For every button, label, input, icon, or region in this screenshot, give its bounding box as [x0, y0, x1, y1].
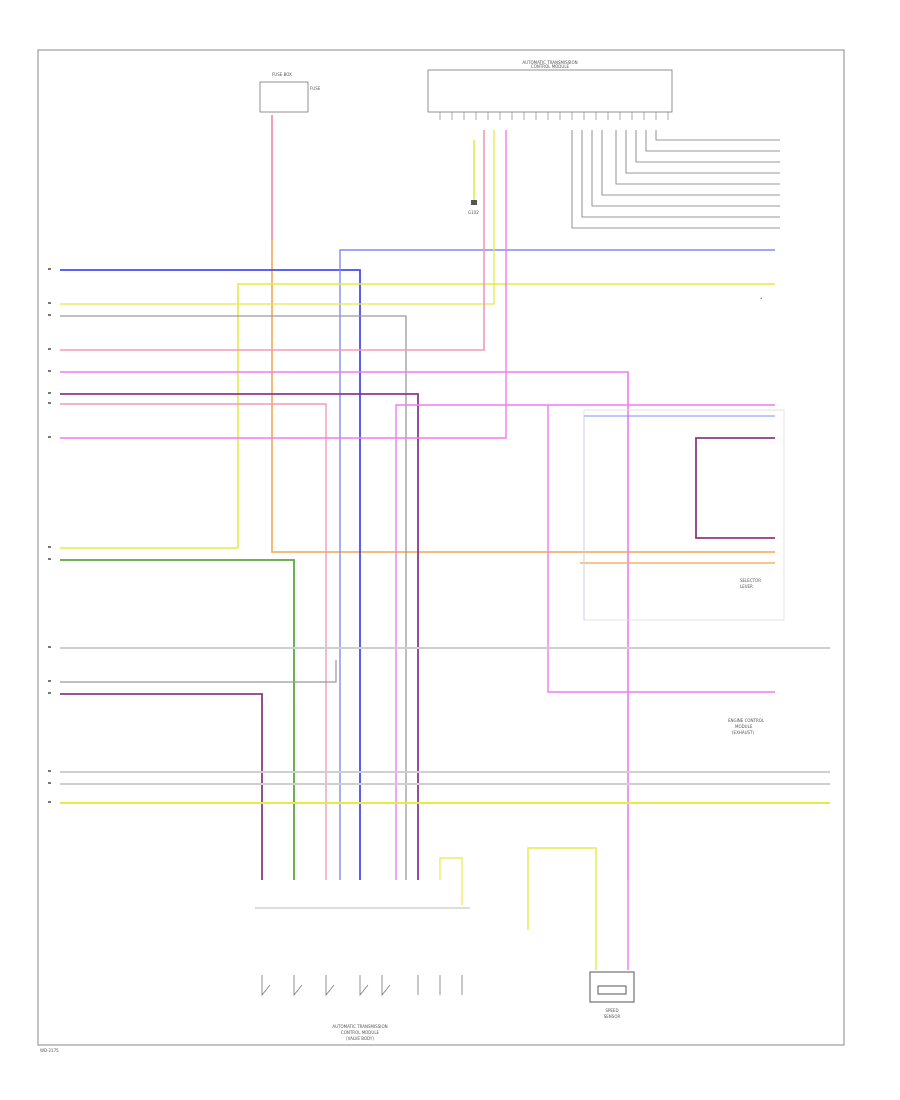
wire-green: [60, 559, 295, 880]
control-module-top-label: AUTOMATIC TRANSMISSION: [522, 60, 577, 65]
bottom-module-sublabel: CONTROL MODULE: [341, 1030, 380, 1035]
wire-pink-2: [60, 403, 327, 880]
wire-blue-right: [583, 415, 775, 620]
fuse-box-sublabel: FUSE: [310, 86, 321, 91]
wire-gray-1: [60, 315, 407, 880]
wire-magenta-right: [395, 404, 775, 880]
figure-id: WD-2175: [40, 1048, 59, 1053]
data-bus-wires: [571, 130, 780, 229]
wire-magenta-engine: [547, 405, 775, 693]
speed-sensor-label: SPEED: [605, 1008, 618, 1013]
engine-label: ENGINE CONTROL: [728, 718, 765, 723]
wire-magenta-top: [60, 130, 507, 439]
bottom-module-label: AUTOMATIC TRANSMISSION: [332, 1024, 387, 1029]
wire-violet-2: [60, 693, 263, 880]
fuse-box: [259, 81, 309, 113]
speed-sensor: [589, 971, 635, 1003]
bottom-module-switches: [261, 975, 463, 997]
wire-lightblue-right: [339, 249, 775, 880]
selector-sublabel: LEVER: [740, 584, 753, 589]
wire-violet-loop: [695, 437, 775, 539]
speed-sensor-sublabel: SENSOR: [604, 1014, 621, 1019]
wire-blue-1: [60, 269, 361, 880]
speed-sensor-inner: [597, 985, 627, 995]
selector-label: SELECTOR: [740, 578, 761, 583]
wire-violet-1: [60, 393, 419, 880]
diagram-border: [37, 49, 845, 1046]
wire-yellow-bottom: [439, 857, 463, 905]
wire-pink-1: [60, 130, 485, 351]
wire-yellow-speed: [527, 847, 597, 970]
wire-yellow-right: [237, 283, 775, 548]
control-module-top: [427, 69, 673, 113]
control-module-top-sublabel: CONTROL MODULE: [531, 64, 570, 69]
wire-yellow-2: [60, 130, 495, 305]
ground-label: G102: [468, 210, 479, 215]
engine-sublabel-2: (EXHAUST): [732, 730, 754, 735]
module-pins: [439, 112, 669, 120]
wire-gray-short: [60, 660, 337, 683]
wire-orange-fuse: [271, 115, 775, 553]
wire-magenta-speed: [60, 371, 629, 880]
fuse-box-label: FUSE BOX: [272, 72, 292, 77]
right-label-1: •: [760, 296, 762, 301]
bottom-module-sublabel-2: (VALVE BODY): [346, 1036, 374, 1041]
engine-sublabel: MODULE: [735, 724, 753, 729]
left-pin-markers: [48, 268, 51, 803]
ground-symbol: [471, 200, 477, 205]
right-component-outline: [583, 409, 785, 621]
